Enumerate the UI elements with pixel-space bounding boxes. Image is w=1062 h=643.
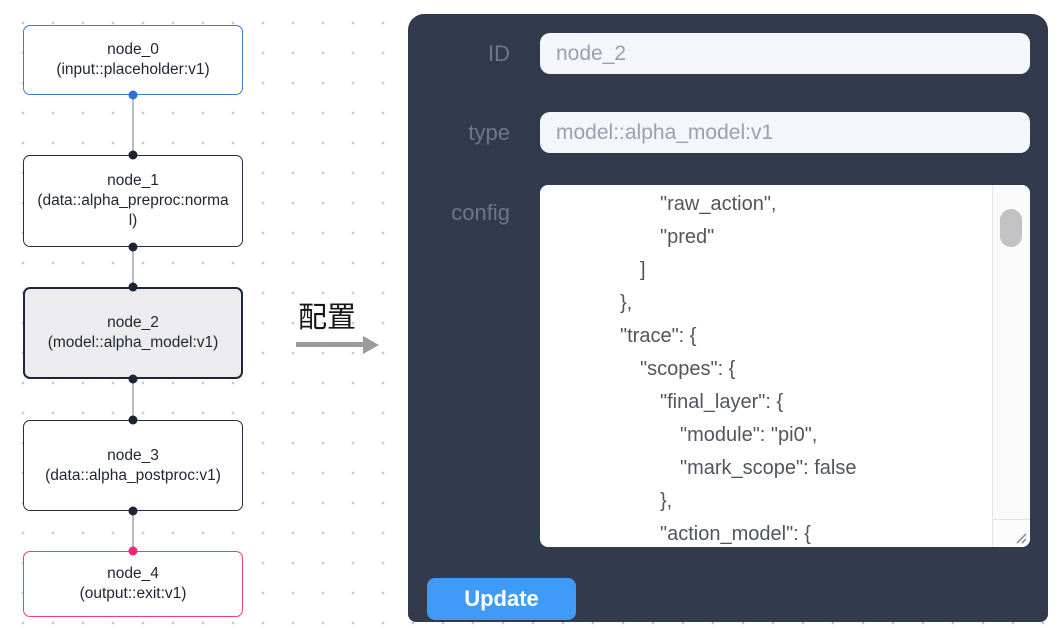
node-subtitle: (output::exit:v1) <box>79 585 187 602</box>
config-scrollbar-thumb[interactable] <box>1000 209 1022 247</box>
port-node4-in[interactable] <box>128 546 138 556</box>
node-title: node_3 <box>107 446 159 464</box>
type-field-label: type <box>468 120 510 145</box>
resize-handle-icon[interactable] <box>1013 530 1028 545</box>
node-title: node_2 <box>107 314 159 331</box>
node-data-postproc[interactable]: node_3 (data::alpha_postproc:v1) <box>23 420 243 511</box>
edge-node1-node2[interactable] <box>132 247 134 287</box>
port-node2-out[interactable] <box>128 374 138 384</box>
node-data-preproc[interactable]: node_1 (data::alpha_preproc:normal) <box>23 155 243 247</box>
node-input-placeholder[interactable]: node_0 (input::placeholder:v1) <box>23 25 243 95</box>
port-node0-out[interactable] <box>128 90 138 100</box>
port-node2-in[interactable] <box>128 282 138 292</box>
node-inspector-panel: ID type config "raw_action","pred"]},"tr… <box>408 14 1048 622</box>
node-title: node_1 <box>107 172 159 189</box>
edge-node0-node1[interactable] <box>132 95 134 155</box>
node-title: node_0 <box>107 41 159 58</box>
edge-node2-node3[interactable] <box>132 379 134 420</box>
node-model-selected[interactable]: node_2 (model::alpha_model:v1) <box>23 287 243 379</box>
arrow-right-icon <box>363 335 379 354</box>
id-input[interactable] <box>540 33 1030 74</box>
port-node3-in[interactable] <box>128 415 138 425</box>
node-subtitle: (data::alpha_postproc:v1) <box>45 466 221 484</box>
config-json-content: "raw_action","pred"]},"trace": {"scopes"… <box>620 193 857 545</box>
config-textarea[interactable]: "raw_action","pred"]},"trace": {"scopes"… <box>540 185 1030 547</box>
edge-node3-node4[interactable] <box>132 511 134 551</box>
update-button[interactable]: Update <box>427 578 576 620</box>
config-field-label: config <box>451 200 510 225</box>
node-subtitle: (data::alpha_preproc:normal) <box>37 192 229 229</box>
port-node1-in[interactable] <box>128 150 138 160</box>
node-title: node_4 <box>107 565 159 582</box>
node-subtitle: (model::alpha_model:v1) <box>47 334 219 351</box>
id-field-label: ID <box>488 41 510 66</box>
type-input[interactable] <box>540 112 1030 153</box>
port-node3-out[interactable] <box>128 506 138 516</box>
configure-annotation-label: 配置 <box>298 302 357 334</box>
arrow-shaft <box>296 342 364 347</box>
port-node1-out[interactable] <box>128 242 138 252</box>
node-output-exit[interactable]: node_4 (output::exit:v1) <box>23 551 243 617</box>
node-subtitle: (input::placeholder:v1) <box>56 61 210 78</box>
